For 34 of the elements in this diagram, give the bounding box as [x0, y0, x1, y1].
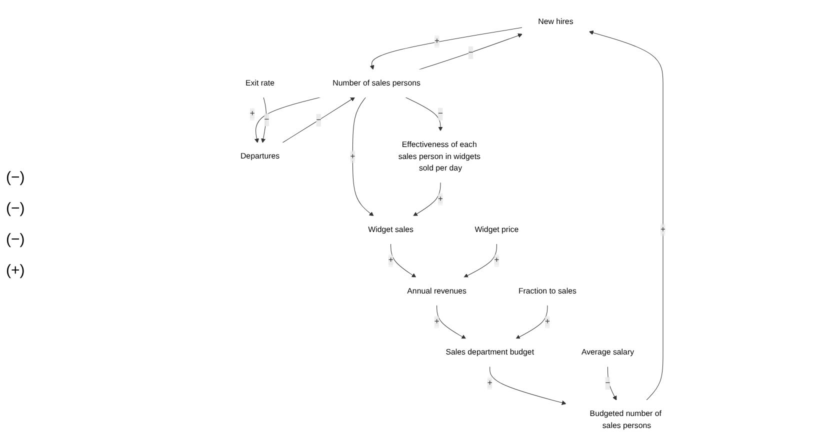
edge-label: + [350, 152, 356, 161]
arrow [282, 97, 356, 144]
arrow [588, 30, 664, 401]
arrow [254, 97, 321, 144]
arrow [607, 366, 617, 400]
edge-label: + [660, 225, 666, 234]
edge-label: + [544, 317, 550, 326]
arrow [352, 97, 374, 216]
edge-label: + [494, 256, 500, 265]
loop-polarity-label: (+) [6, 262, 26, 279]
arrow [418, 33, 523, 70]
arrow [370, 27, 523, 70]
edge-label: − [316, 115, 322, 124]
arrow [516, 304, 548, 340]
loop-polarity-label: (−) [6, 169, 26, 186]
edge-label: + [434, 317, 440, 326]
arrow [261, 97, 266, 144]
arrow [490, 366, 566, 405]
edge-label: + [388, 256, 394, 265]
arrow [464, 244, 497, 278]
edge-label: − [264, 115, 270, 124]
edge-label: + [250, 109, 255, 118]
arrow [390, 244, 416, 278]
loop-polarity-label: (−) [6, 231, 26, 248]
edge-label: − [605, 378, 610, 388]
edge-label: + [434, 36, 440, 46]
edge-label: − [468, 48, 474, 57]
arrow [436, 304, 466, 340]
arrow [405, 97, 443, 132]
arrow [412, 182, 441, 216]
edge-label: + [438, 194, 443, 204]
loop-polarity-label: (−) [6, 200, 26, 217]
edge-label: − [438, 109, 443, 118]
edge-label: + [487, 378, 492, 388]
